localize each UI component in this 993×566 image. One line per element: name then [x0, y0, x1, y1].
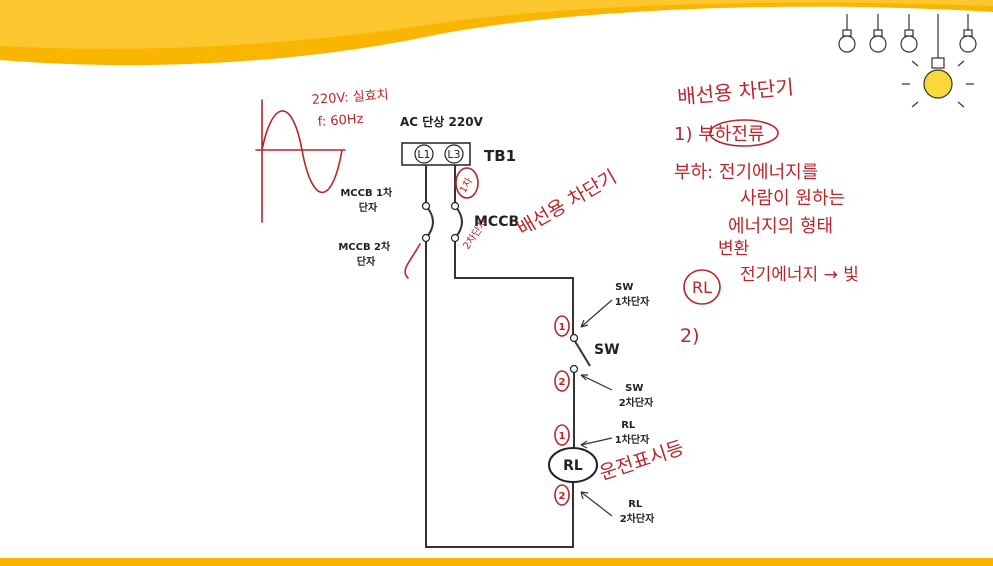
- hw-source-note-2: f: 60Hz: [317, 112, 364, 130]
- mccb-primary-line2: 단자: [359, 201, 378, 214]
- top-banner-highlight: [0, 0, 993, 49]
- rl-secondary-label: RL 2차단자: [620, 499, 655, 525]
- hw-load-line2: 사람이 원하는: [740, 188, 845, 209]
- hw-item1: 1) 부하전류: [674, 124, 764, 145]
- sine-wave-sketch: [255, 99, 346, 223]
- hw-source-note-1: 220V: 실효치: [311, 88, 389, 108]
- bottom-banner: [0, 558, 993, 566]
- mccb-secondary-line2: 단자: [357, 255, 376, 268]
- rl-primary-line1: RL: [621, 420, 636, 431]
- rl-primary-line2: 1차단자: [615, 433, 650, 446]
- sw-secondary-label: SW 2차단자: [619, 383, 654, 409]
- hw-rl-circle: RL: [692, 278, 712, 297]
- hanging-bulb-icon: [959, 14, 977, 53]
- terminal-l1: L1: [417, 148, 430, 161]
- hw-mccb-primary: 1차: [457, 176, 475, 195]
- mccb-secondary-label: MCCB 2차 단자: [338, 240, 393, 268]
- point-mark-4: 2: [559, 491, 566, 502]
- hanging-bulb-icon: [900, 14, 918, 53]
- point-mark-1: 1: [559, 322, 566, 333]
- mccb-l3-top-terminal: [450, 201, 460, 211]
- hanging-bulb-icon: [869, 14, 887, 53]
- sw-name: SW: [594, 342, 620, 358]
- hw-load-line3: 에너지의 형태: [728, 216, 833, 237]
- mccb-primary-line1: MCCB 1차: [340, 186, 393, 199]
- mccb-primary-label: MCCB 1차 단자: [340, 186, 395, 214]
- sw-bottom-terminal: [569, 364, 579, 374]
- mccb-l3-bottom-terminal: [450, 233, 460, 243]
- rl-primary-label: RL 1차단자: [615, 420, 650, 446]
- tb1-label: TB1: [484, 147, 516, 165]
- mccb-l1-bottom-terminal: [421, 233, 431, 243]
- hw-rl-note: 전기에너지 → 빛: [740, 265, 859, 285]
- rl-name: RL: [563, 458, 583, 474]
- point-mark-3: 1: [559, 431, 566, 442]
- sw-secondary-line2: 2차단자: [619, 396, 654, 409]
- hw-mccb-purpose: 배선용 차단기: [514, 166, 621, 241]
- pointer-arrows: [580, 299, 613, 517]
- source-label: AC 단상 220V: [400, 114, 484, 129]
- rl-lamp: [548, 447, 598, 483]
- hw-item2: 2): [680, 325, 700, 347]
- hw-load-line1: 부하: 전기에너지를: [674, 162, 818, 183]
- mccb-secondary-line1: MCCB 2차: [338, 240, 391, 253]
- mccb-name: MCCB: [474, 214, 519, 230]
- terminal-block-tb1: L1 L3: [401, 142, 471, 166]
- point-mark-2: 2: [559, 377, 566, 388]
- hw-load-line4: 변환: [718, 239, 749, 259]
- terminal-l3: L3: [447, 148, 460, 161]
- sw-primary-line2: 1차단자: [615, 295, 650, 308]
- hw-title: 배선용 차단기: [676, 75, 794, 109]
- sw-primary-label: SW 1차단자: [615, 282, 650, 308]
- lit-bulb-icon: [902, 14, 974, 108]
- hanging-bulb-icon: [838, 14, 856, 53]
- sw-top-terminal: [569, 333, 579, 343]
- mccb-l1-top-terminal: [421, 201, 431, 211]
- sw-primary-line1: SW: [615, 282, 633, 293]
- point-marks: 1 2 1 2: [554, 315, 570, 506]
- rl-secondary-line1: RL: [628, 499, 643, 510]
- rl-secondary-line2: 2차단자: [620, 512, 655, 525]
- sw-secondary-line1: SW: [625, 383, 643, 394]
